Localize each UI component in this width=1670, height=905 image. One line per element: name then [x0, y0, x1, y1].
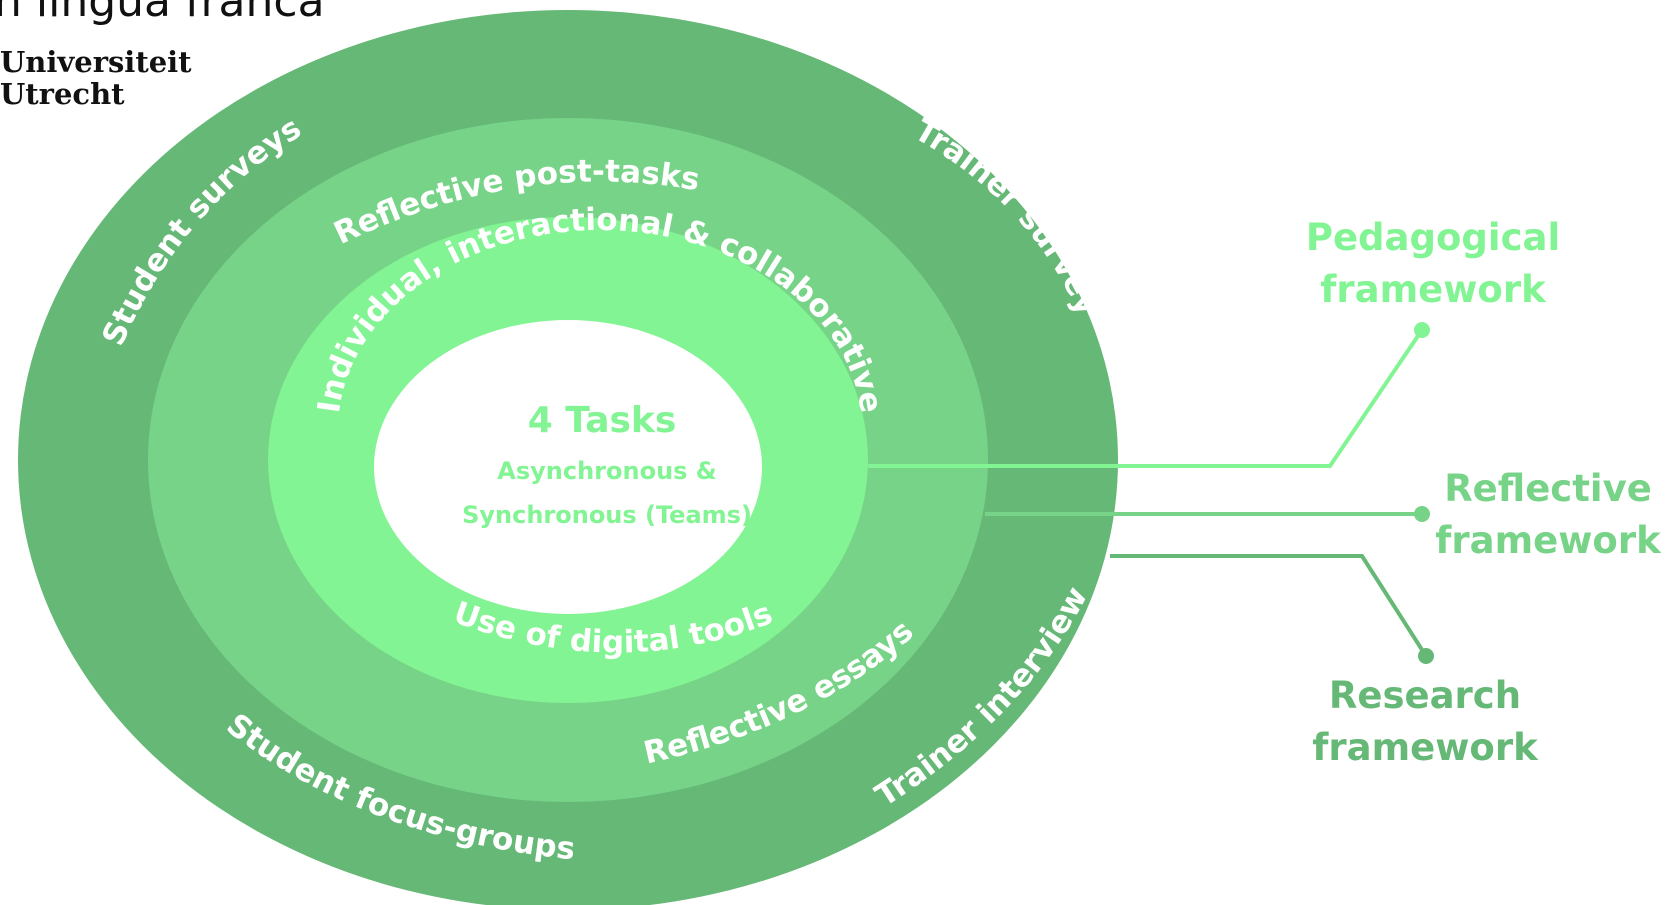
pedagogical-connector [868, 328, 1424, 468]
core-ellipse [374, 320, 762, 614]
reflective-connector-dot [1414, 506, 1430, 522]
slide-title-fragment: n lingua franca [0, 0, 325, 27]
research-framework-line-1: Research [1328, 674, 1522, 717]
reflective-framework-line-1: Reflective [1444, 467, 1652, 510]
logo-line-2: Utrecht [0, 77, 125, 111]
pedagogical-framework-line-2: framework [1320, 268, 1546, 311]
research-framework-line-2: framework [1312, 726, 1538, 769]
reflective-framework-label: Reflective framework [1428, 463, 1668, 567]
core-line-2: Synchronous (Teams) [462, 501, 752, 529]
logo-line-1: Universiteit [0, 45, 192, 79]
university-logo: Universiteit Utrecht [0, 46, 192, 110]
pedagogical-framework-line-1: Pedagogical [1305, 216, 1561, 259]
pedagogical-framework-label: Pedagogical framework [1290, 212, 1576, 316]
reflective-framework-line-2: framework [1435, 519, 1661, 562]
pedagogical-connector-dot [1414, 322, 1430, 338]
core-title: 4 Tasks [528, 400, 677, 441]
research-framework-label: Research framework [1300, 670, 1550, 774]
research-connector [1110, 554, 1428, 658]
core-line-1: Asynchronous & [497, 457, 716, 485]
research-connector-dot [1418, 648, 1434, 664]
